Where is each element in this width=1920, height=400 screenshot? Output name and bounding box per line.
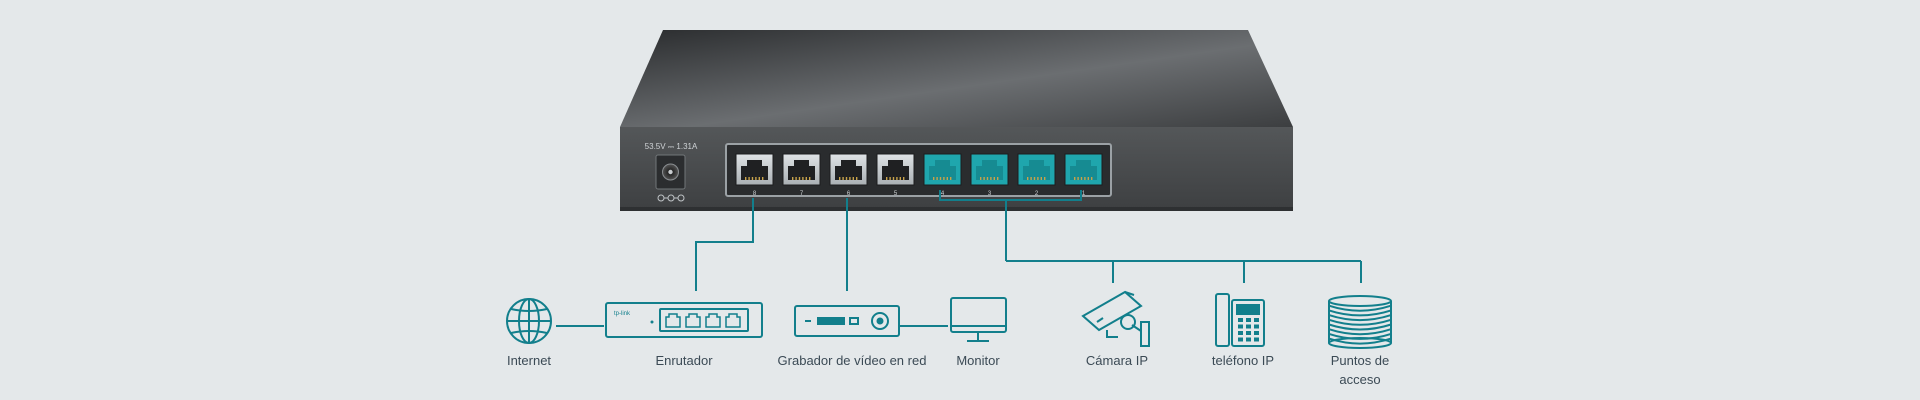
port-block [725, 143, 1112, 197]
globe-icon [506, 298, 552, 344]
phone-icon [1215, 293, 1265, 347]
monitor-icon [950, 297, 1007, 342]
line-port8-router [695, 198, 754, 291]
port-number-8: 8 [753, 191, 757, 197]
port-number-1: 1 [1082, 191, 1086, 197]
ethernet-port-6 [829, 153, 868, 186]
phone-key [1246, 331, 1251, 335]
router-port-icon [685, 313, 701, 328]
phone-key [1246, 324, 1251, 329]
port-number-5: 5 [894, 191, 898, 197]
device-label-access-points: Puntos de acceso [1330, 353, 1390, 387]
phone-key [1254, 331, 1259, 335]
phone-key [1238, 337, 1243, 342]
access-point-ring [1328, 318, 1392, 326]
port-number-4: 4 [941, 191, 945, 197]
ethernet-port-3 [970, 153, 1009, 186]
switch-bottom-edge [620, 207, 1293, 211]
ethernet-port-8 [735, 153, 774, 186]
switch-top-panel [620, 30, 1293, 127]
line-poe-bracket [939, 190, 1082, 201]
router-port-icon [705, 313, 721, 328]
access-point-ring [1328, 304, 1392, 312]
access-point-icon [1328, 295, 1392, 349]
device-label-internet: Internet [506, 353, 552, 368]
device-label-ip-phone: teléfono IP [1211, 353, 1275, 368]
access-point-ring [1328, 309, 1392, 317]
nvr-icon [794, 305, 900, 337]
phone-key [1254, 318, 1259, 322]
phone-key [1254, 337, 1259, 342]
phone-key [1238, 331, 1243, 335]
access-point-ring [1328, 314, 1392, 322]
ethernet-port-2 [1017, 153, 1056, 186]
device-label-router: Enrutador [655, 353, 713, 368]
router-port-icon [665, 313, 681, 328]
router-icon: tp-link [605, 302, 763, 338]
ethernet-port-4 [923, 153, 962, 186]
router-port-icon [725, 313, 741, 328]
device-label-nvr: Grabador de vídeo en red [777, 353, 927, 368]
ethernet-port-7 [782, 153, 821, 186]
port-number-6: 6 [847, 191, 851, 197]
phone-key [1238, 324, 1243, 329]
power-rating-label: 53.5V ⎓ 1.31A [645, 142, 698, 151]
device-label-monitor: Monitor [956, 353, 1000, 368]
poe-switch: 53.5V ⎓ 1.31A 8 7 6 5 4 3 2 1 [620, 30, 1293, 211]
port-number-2: 2 [1035, 191, 1039, 197]
device-label-ip-camera: Cámara IP [1085, 353, 1149, 368]
ethernet-port-1 [1064, 153, 1103, 186]
phone-key [1238, 318, 1243, 322]
phone-key [1254, 324, 1259, 329]
ethernet-ports [735, 153, 1103, 186]
port-number-labels: 8 7 6 5 4 3 2 1 [753, 191, 1086, 197]
access-point-ring [1328, 323, 1392, 331]
router-brand-label: tp-link [614, 311, 631, 317]
phone-key [1246, 318, 1251, 322]
camera-icon [1081, 290, 1150, 347]
port-number-7: 7 [800, 191, 804, 197]
polarity-icon [657, 194, 685, 202]
access-point-ring [1328, 328, 1392, 336]
phone-key [1246, 337, 1251, 342]
port-number-3: 3 [988, 191, 992, 197]
ethernet-port-5 [876, 153, 915, 186]
connection-lines [556, 190, 1362, 327]
